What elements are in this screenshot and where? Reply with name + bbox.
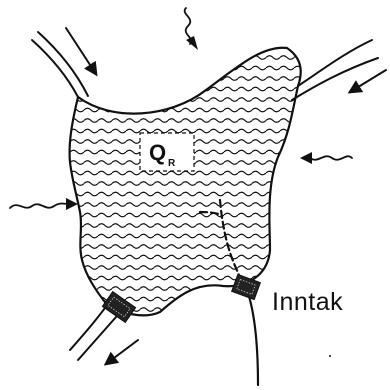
reservoir-label-box: Q R: [140, 133, 194, 171]
reservoir-water: [60, 40, 310, 330]
surface-inflow-left-arrow: [10, 198, 78, 210]
inflow-arrow-top-right: [350, 70, 386, 92]
surface-inflow-right-arrow: [300, 152, 352, 164]
precipitation-arrow-top: [185, 8, 198, 50]
stream-top-left: [32, 32, 88, 97]
speck: [329, 355, 331, 357]
outflow-arrow-bottom-left: [106, 340, 138, 364]
stream-top-right: [292, 40, 378, 100]
reservoir-label-subscript: R: [168, 158, 176, 169]
intake-label: Inntak: [272, 288, 343, 316]
reservoir-label: Q: [149, 140, 166, 165]
